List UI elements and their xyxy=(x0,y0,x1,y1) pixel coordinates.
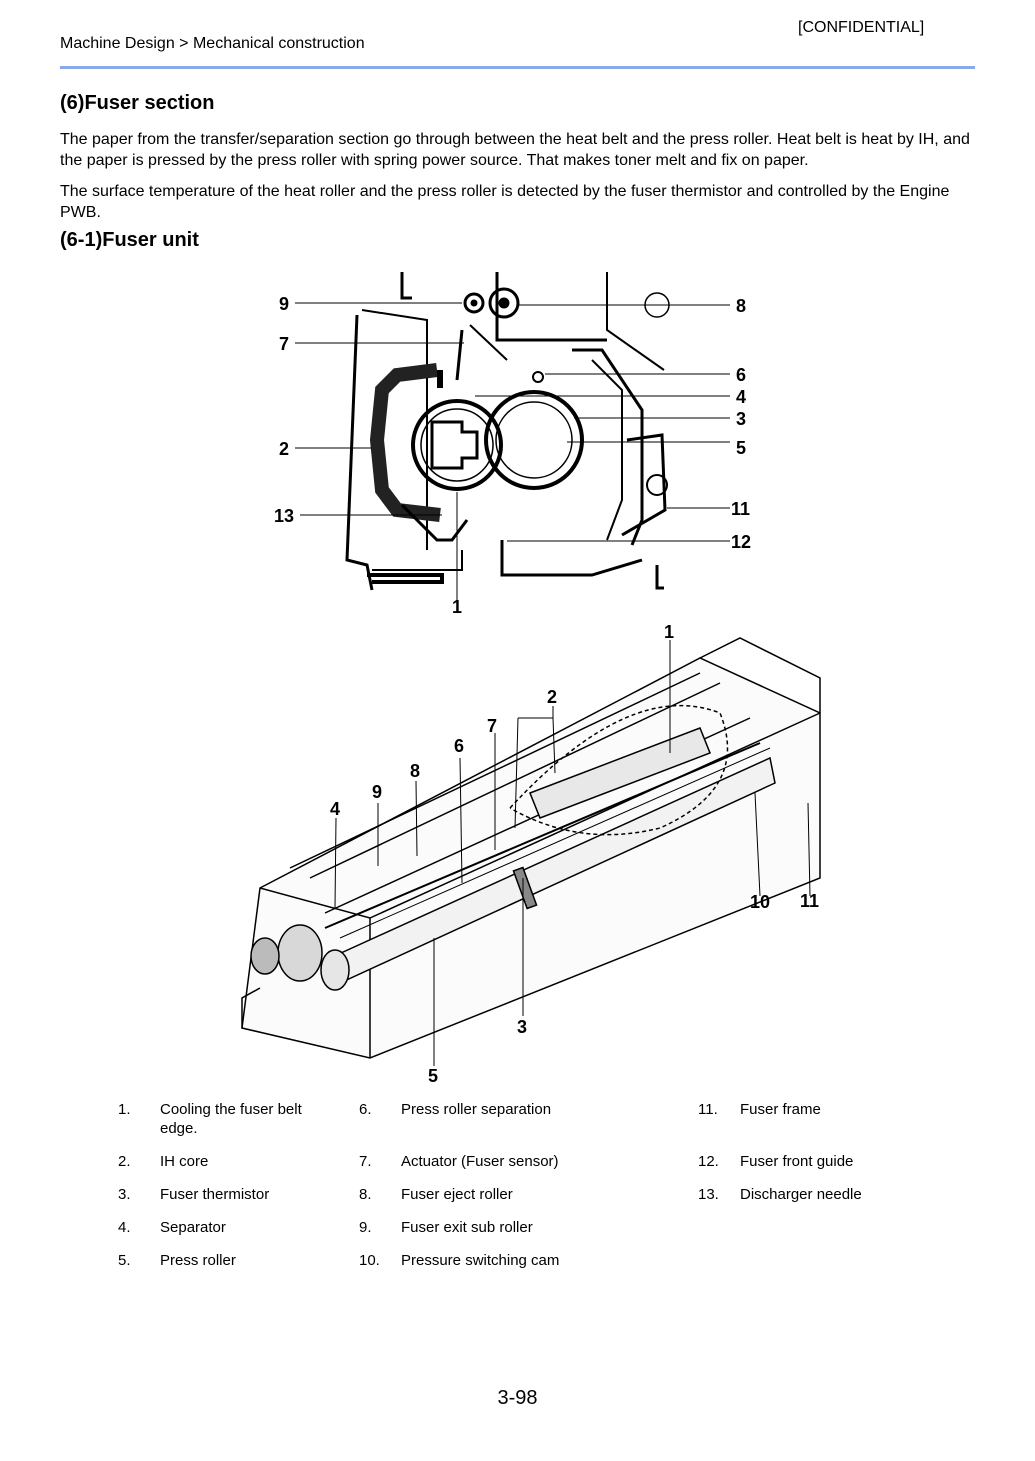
paragraph-1: The paper from the transfer/separation s… xyxy=(60,131,970,169)
callout-5: 5 xyxy=(428,1066,438,1086)
callout-8: 8 xyxy=(736,296,746,316)
callout-6: 6 xyxy=(454,736,464,756)
breadcrumb: Machine Design > Mechanical construction xyxy=(60,35,365,52)
confidential-label: [CONFIDENTIAL] xyxy=(798,19,925,36)
callout-10: 10 xyxy=(750,892,770,912)
callout-leaders-2 xyxy=(334,640,811,1066)
callout-labels-2: 1 2 7 6 8 9 4 10 11 3 5 xyxy=(330,622,819,1086)
callout-4: 4 xyxy=(330,799,340,819)
callout-2: 2 xyxy=(279,439,289,459)
callout-labels-1: 9 7 2 13 1 8 6 4 3 5 11 12 xyxy=(274,294,751,617)
fuser-unit-perspective-diagram: 1 2 7 6 8 9 4 10 11 3 5 xyxy=(241,622,821,1086)
callout-3: 3 xyxy=(517,1017,527,1037)
callout-7: 7 xyxy=(279,334,289,354)
callout-5: 5 xyxy=(736,438,746,458)
callout-9: 9 xyxy=(372,782,382,802)
perspective-drawing xyxy=(241,637,821,1059)
callout-13: 13 xyxy=(274,506,294,526)
section-title: (6)Fuser section xyxy=(60,92,215,114)
callout-7: 7 xyxy=(487,716,497,736)
header-divider xyxy=(60,66,975,69)
paragraph-2: The surface temperature of the heat roll… xyxy=(60,183,950,221)
callout-8: 8 xyxy=(410,761,420,781)
callout-2: 2 xyxy=(547,687,557,707)
callout-6: 6 xyxy=(736,365,746,385)
callout-1: 1 xyxy=(452,597,462,617)
page-number: 3-98 xyxy=(497,1387,538,1409)
fuser-cross-section-diagram: 9 7 2 13 1 8 6 4 3 5 11 12 xyxy=(274,272,751,617)
cross-section-drawing xyxy=(345,272,670,591)
callout-11: 11 xyxy=(800,891,819,911)
callout-11: 11 xyxy=(731,499,750,519)
callout-1: 1 xyxy=(664,622,674,642)
callout-4: 4 xyxy=(736,387,746,407)
callout-9: 9 xyxy=(279,294,289,314)
subsection-title: (6-1)Fuser unit xyxy=(60,229,199,251)
callout-12: 12 xyxy=(731,532,751,552)
callout-3: 3 xyxy=(736,409,746,429)
callout-leaders-1 xyxy=(295,302,730,600)
